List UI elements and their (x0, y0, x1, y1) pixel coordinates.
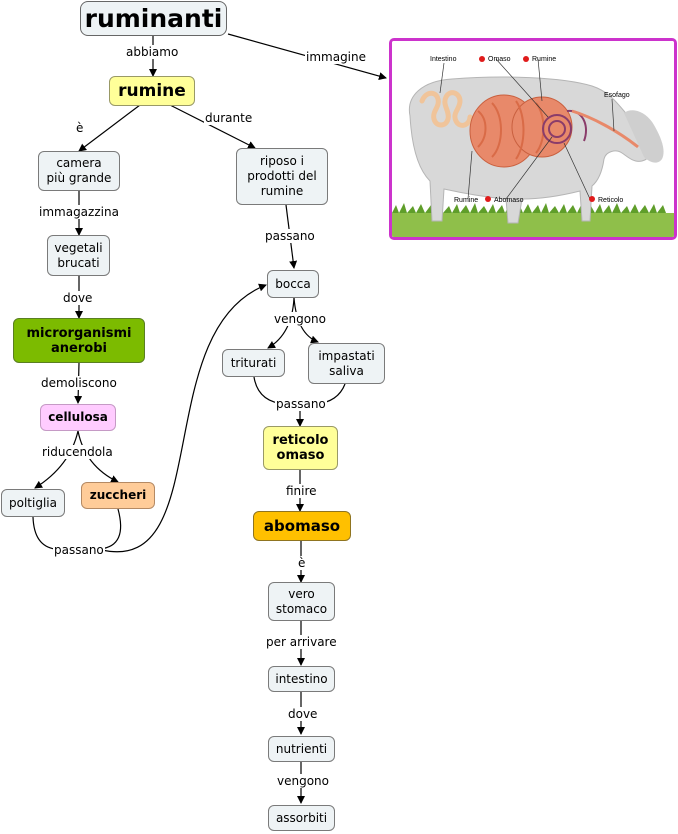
cow-illustration: Intestino Omaso Rumine Esofago Rumine Ab… (392, 41, 674, 237)
link-e-1: è (75, 121, 85, 135)
node-assorbiti[interactable]: assorbiti (268, 805, 335, 831)
link-passano-right: passano (264, 229, 316, 243)
link-durante: durante (204, 111, 254, 125)
link-immagazzina: immagazzina (38, 205, 120, 219)
link-immagine: immagine (305, 50, 368, 64)
link-riducendola: riducendola (41, 445, 114, 459)
node-vegetali[interactable]: vegetali brucati (47, 235, 110, 276)
cow-anatomy-image[interactable]: Intestino Omaso Rumine Esofago Rumine Ab… (389, 38, 677, 240)
edge-cellulosa-poltiglia (34, 430, 79, 489)
link-vengono-2: vengono (276, 774, 330, 788)
node-nutrienti[interactable]: nutrienti (268, 736, 335, 762)
label-abomaso: Abomaso (494, 197, 524, 204)
node-triturati[interactable]: triturati (222, 349, 285, 377)
node-bocca[interactable]: bocca (267, 270, 319, 298)
cow-head (624, 110, 664, 163)
node-microrganismi[interactable]: microrganismi anerobi (13, 318, 145, 363)
label-intestino: Intestino (430, 56, 457, 63)
node-rumine[interactable]: rumine (109, 76, 195, 106)
link-demoliscono: demoliscono (40, 376, 118, 390)
node-impastati[interactable]: impastati saliva (308, 343, 385, 384)
esophagus-shape (571, 109, 639, 149)
label-reticolo: Reticolo (598, 197, 623, 204)
node-intestino[interactable]: intestino (268, 666, 335, 692)
link-passano-mid: passano (275, 397, 327, 411)
node-abomaso[interactable]: abomaso (253, 511, 351, 541)
label-rumine: Rumine (532, 56, 556, 63)
link-dove-2: dove (287, 707, 319, 721)
node-zuccheri[interactable]: zuccheri (81, 482, 155, 509)
edge-bocca-impastati (293, 297, 319, 344)
stomach-coil (542, 109, 587, 144)
node-poltiglia[interactable]: poltiglia (1, 489, 65, 517)
node-camera[interactable]: camera più grande (38, 151, 120, 191)
edge-poltiglia-passano (32, 516, 56, 550)
edge-rumine-camera (78, 104, 141, 152)
link-per-arrivare: per arrivare (265, 635, 338, 649)
link-abbiamo: abbiamo (125, 45, 180, 59)
link-dove-1: dove (62, 291, 94, 305)
node-ruminanti[interactable]: ruminanti (80, 1, 227, 36)
label-esofago: Esofago (604, 92, 630, 99)
link-finire: finire (285, 484, 318, 498)
edge-cellulosa-zuccheri (77, 430, 119, 483)
node-riposo[interactable]: riposo i prodotti del rumine (236, 148, 328, 205)
edge-passano-bocca (101, 283, 267, 553)
node-vero-stomaco[interactable]: vero stomaco (268, 582, 335, 621)
node-reticolo[interactable]: reticolo omaso (263, 426, 338, 470)
node-cellulosa[interactable]: cellulosa (40, 404, 116, 431)
edge-bocca-triturati (267, 297, 295, 349)
link-e-2: è (297, 556, 307, 570)
label-omaso: Omaso (488, 56, 511, 63)
edge-rumine-riposo (169, 104, 256, 149)
intestine-shape (419, 90, 473, 128)
link-passano-left: passano (53, 543, 105, 557)
label-rumine-2: Rumine (454, 197, 478, 204)
link-vengono-1: vengono (273, 312, 327, 326)
